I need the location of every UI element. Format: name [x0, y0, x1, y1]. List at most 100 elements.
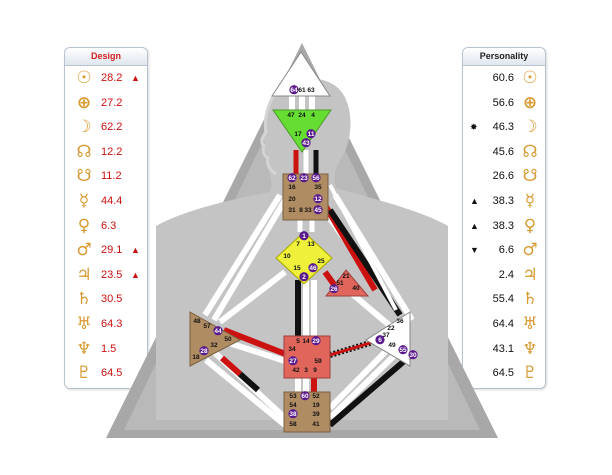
ajna-center — [272, 109, 332, 153]
design-row: ☽62.2 — [65, 115, 147, 140]
personality-gate-value: 64.4 — [492, 317, 514, 330]
fixing-mark: ▲ — [131, 269, 140, 280]
venus-icon: ♀ — [523, 215, 537, 236]
sun-icon: ☉ — [76, 68, 92, 88]
gate-label: 50 — [224, 336, 232, 343]
gate-label: 27 — [289, 358, 297, 365]
gate-circle — [199, 346, 209, 356]
gate-label: 28 — [200, 348, 208, 355]
jupiter-icon: ♃ — [522, 264, 538, 285]
gate-label: 18 — [192, 354, 200, 361]
mars-icon: ♂ — [76, 240, 92, 261]
design-gate-value: 64.5 — [101, 367, 123, 380]
moon-icon: ☽ — [522, 117, 538, 138]
design-row: ♇ 64.5 — [65, 361, 147, 386]
personality-panel: Personality ☉60.6⊕56.6☽46.3✸☊45.6☋26.6☿3… — [462, 47, 546, 389]
design-row: ☉ 28.2 ▲ — [65, 66, 147, 91]
design-gate-value: 1.5 — [101, 342, 117, 355]
design-row: ☿44.4 — [65, 189, 147, 214]
saturn-icon: ♄ — [522, 289, 538, 310]
design-gate-value: 12.2 — [101, 145, 123, 158]
venus-icon: ♀ — [77, 215, 91, 236]
uranus-icon: ♅ — [76, 313, 92, 334]
design-gate-value: 30.5 — [101, 293, 123, 306]
gate-label: 29 — [312, 338, 320, 345]
gate-label: 32 — [210, 342, 218, 349]
gate-label: 36 — [396, 318, 404, 325]
gate-circle — [301, 138, 311, 148]
personality-gate-value: 55.4 — [492, 293, 514, 306]
personality-row: ♀38.3▲ — [463, 214, 545, 239]
personality-gate-value: 45.6 — [492, 145, 514, 158]
design-row: ☋11.2 — [65, 164, 147, 189]
gate-label: 33 — [304, 207, 312, 214]
gate-label: 49 — [388, 342, 396, 349]
gate-label: 4 — [311, 112, 315, 119]
personality-rows: ☉60.6⊕56.6☽46.3✸☊45.6☋26.6☿38.3▲♀38.3▲♂6… — [463, 66, 545, 386]
mercury-icon: ☿ — [524, 190, 536, 211]
design-gate-value: 28.2 — [101, 72, 123, 84]
personality-gate-value: 64.5 — [492, 367, 514, 380]
gate-label: 55 — [399, 347, 407, 354]
gate-label: 64 — [290, 87, 298, 94]
design-gate-value: 64.3 — [101, 317, 123, 330]
gate-circle — [299, 231, 309, 241]
earth-icon: ⊕ — [522, 92, 538, 113]
design-gate-value: 29.1 — [101, 244, 123, 257]
design-gate-value: 62.2 — [101, 121, 123, 134]
personality-row: ♄ 55.4 — [463, 287, 545, 312]
channels — [202, 96, 415, 428]
mercury-icon: ☿ — [78, 190, 90, 211]
design-gate-value: 11.2 — [101, 170, 122, 183]
design-rows: ☉28.2▲⊕27.2☽62.2☊12.2☋11.2☿44.4♀6.3♂29.1… — [65, 66, 147, 386]
face-profile — [260, 91, 278, 176]
gate-circle — [300, 391, 310, 401]
gate-label: 41 — [312, 421, 320, 428]
gate-label: 59 — [314, 358, 322, 365]
gate-label: 10 — [283, 253, 291, 260]
jupiter-icon: ♃ — [76, 264, 92, 285]
gate-label: 2 — [302, 274, 306, 281]
gate-label: 54 — [289, 402, 297, 409]
personality-row: ☽46.3✸ — [463, 115, 545, 140]
gate-label: 15 — [293, 265, 301, 272]
gate-label: 48 — [193, 318, 201, 325]
north-node-icon: ☊ — [522, 141, 538, 162]
personality-row: ♆43.1 — [463, 337, 545, 362]
gate-label: 45 — [314, 207, 322, 214]
design-panel: Design ☉28.2▲⊕27.2☽62.2☊12.2☋11.2☿44.4♀6… — [64, 47, 148, 389]
gate-label: 7 — [296, 241, 300, 248]
personality-gate-value: 56.6 — [492, 96, 514, 109]
gate-label: 56 — [312, 175, 320, 182]
gate-label: 60 — [301, 393, 309, 400]
personality-title: Personality — [463, 48, 545, 66]
gate-label: 46 — [309, 265, 317, 272]
fixing-mark: ▲ — [131, 73, 140, 83]
gate-label: 13 — [307, 241, 315, 248]
personality-gate-value: 60.6 — [492, 72, 514, 84]
gate-label: 40 — [352, 285, 360, 292]
gate-circle — [408, 350, 418, 360]
gate-label: 43 — [302, 140, 310, 147]
gate-label: 35 — [314, 184, 322, 191]
gate-circle — [311, 336, 321, 346]
gate-label: 63 — [307, 87, 315, 94]
gate-label: 14 — [302, 338, 310, 345]
gate-circle — [287, 173, 297, 183]
design-row: ♆ 1.5 — [65, 337, 147, 362]
personality-row: ♂6.6▼ — [463, 238, 545, 263]
gate-label: 3 — [304, 367, 308, 374]
design-gate-value: 23.5 — [101, 268, 123, 281]
gate-label: 17 — [294, 131, 302, 138]
saturn-icon: ♄ — [76, 289, 92, 310]
gate-label: 9 — [313, 367, 317, 374]
gate-label: 47 — [287, 112, 295, 119]
neptune-icon: ♆ — [76, 338, 92, 359]
personality-row: ☊ 45.6 — [463, 140, 545, 165]
gate-label: 24 — [298, 112, 306, 119]
gate-label: 12 — [314, 196, 322, 203]
pluto-icon: ♇ — [76, 363, 92, 384]
mars-icon: ♂ — [522, 240, 538, 261]
